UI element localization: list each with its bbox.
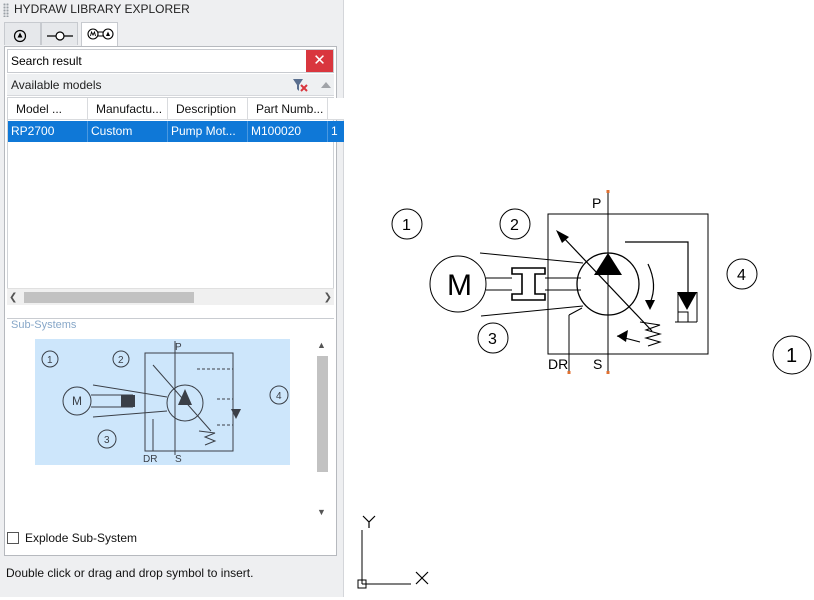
cell-description: Pump Mot... bbox=[168, 121, 248, 142]
port-label-s: S bbox=[593, 356, 602, 372]
panel-title: HYDRAW LIBRARY EXPLORER bbox=[14, 2, 190, 16]
close-icon: ✕ bbox=[313, 52, 326, 69]
available-models-header: Available models bbox=[7, 74, 334, 96]
assembly-balloon-label: 1 bbox=[786, 345, 797, 367]
scrollbar-thumb[interactable] bbox=[24, 292, 194, 303]
subsystems-divider bbox=[7, 318, 334, 328]
preview-port-s: S bbox=[175, 454, 182, 465]
shaft-coupling-symbol[interactable] bbox=[511, 267, 546, 301]
check-valve-triangle bbox=[677, 292, 697, 310]
panel-grip-handle[interactable] bbox=[3, 3, 9, 17]
explode-subsystem-label: Explode Sub-System bbox=[25, 531, 138, 545]
library-explorer-panel: HYDRAW LIBRARY EXPLORER bbox=[0, 0, 348, 597]
subsystem-preview-drawing: 1 2 3 4 M P DR S bbox=[41, 341, 289, 465]
column-header-description[interactable]: Description bbox=[168, 98, 248, 120]
preview-motor-letter: M bbox=[72, 394, 82, 408]
preview-port-dr: DR bbox=[143, 454, 157, 465]
scroll-down-icon[interactable]: ▼ bbox=[317, 507, 326, 517]
port-label-p: P bbox=[592, 195, 601, 211]
pump-flow-arrow bbox=[594, 253, 622, 275]
balloon-3[interactable] bbox=[477, 322, 509, 354]
cell-model: RP2700 bbox=[8, 121, 88, 142]
cell-manufacturer: Custom bbox=[88, 121, 168, 142]
ucs-axis-icon: X Y bbox=[357, 515, 429, 589]
collapse-up-icon[interactable] bbox=[321, 82, 331, 88]
subsystems-vertical-scrollbar[interactable]: ▲ ▼ bbox=[315, 338, 329, 519]
balloon-3-label: 3 bbox=[488, 331, 497, 348]
hydraulic-schematic: 1 2 3 4 1 M P DR S bbox=[391, 190, 812, 375]
insert-hint-text: Double click or drag and drop symbol to … bbox=[6, 566, 254, 580]
preview-balloon-2: 2 bbox=[118, 355, 124, 366]
port-label-dr: DR bbox=[548, 356, 568, 372]
balloon-4-label: 4 bbox=[737, 267, 746, 284]
preview-port-p: P bbox=[175, 342, 182, 353]
search-clear-button[interactable]: ✕ bbox=[306, 50, 333, 72]
balloon-1[interactable] bbox=[391, 208, 423, 240]
tab-subsystems[interactable] bbox=[81, 22, 118, 46]
scroll-up-icon[interactable]: ▲ bbox=[317, 340, 326, 350]
preview-balloon-1: 1 bbox=[47, 355, 53, 366]
search-input[interactable] bbox=[8, 50, 306, 72]
preview-balloon-3: 3 bbox=[104, 435, 110, 446]
preview-balloon-4: 4 bbox=[276, 391, 282, 402]
pump-envelope[interactable] bbox=[547, 213, 709, 355]
subsystem-symbol-icon bbox=[87, 28, 114, 40]
explorer-content: ✕ Available models Model ... Manufactu..… bbox=[4, 46, 348, 556]
table-horizontal-scrollbar[interactable]: ❮ ❯ bbox=[7, 288, 334, 305]
connector-symbol-icon bbox=[47, 31, 73, 41]
pump-symbol-icon bbox=[13, 29, 27, 43]
balloon-4[interactable] bbox=[726, 258, 758, 290]
electric-motor-symbol[interactable] bbox=[429, 255, 487, 313]
models-table: Model ... Manufactu... Description Part … bbox=[7, 97, 348, 305]
balloon-2[interactable] bbox=[499, 208, 531, 240]
drawing-canvas[interactable]: 1 2 3 4 1 M P DR S bbox=[344, 0, 814, 597]
assembly-balloon[interactable] bbox=[772, 335, 812, 375]
motor-letter: M bbox=[447, 269, 472, 302]
clear-filter-icon[interactable] bbox=[291, 77, 311, 93]
cell-part-number: M100020 bbox=[248, 121, 328, 142]
scroll-right-icon[interactable]: ❯ bbox=[323, 292, 332, 303]
subsystem-preview-thumbnail[interactable]: 1 2 3 4 M P DR S bbox=[35, 339, 290, 465]
scroll-left-icon[interactable]: ❮ bbox=[9, 292, 18, 303]
column-header-manufacturer[interactable]: Manufactu... bbox=[88, 98, 168, 120]
scrollbar-thumb[interactable] bbox=[317, 356, 328, 472]
subsystems-title: Sub-Systems bbox=[9, 319, 79, 331]
available-models-title: Available models bbox=[11, 78, 102, 92]
explode-subsystem-checkbox[interactable] bbox=[7, 532, 19, 544]
balloon-1-label: 1 bbox=[402, 217, 411, 234]
column-header-part-number[interactable]: Part Numb... bbox=[248, 98, 328, 120]
column-header-model[interactable]: Model ... bbox=[8, 98, 88, 120]
tab-pumps[interactable] bbox=[4, 22, 41, 45]
search-row: ✕ bbox=[7, 49, 334, 73]
balloon-2-label: 2 bbox=[510, 217, 519, 234]
tab-connectors[interactable] bbox=[41, 22, 78, 45]
